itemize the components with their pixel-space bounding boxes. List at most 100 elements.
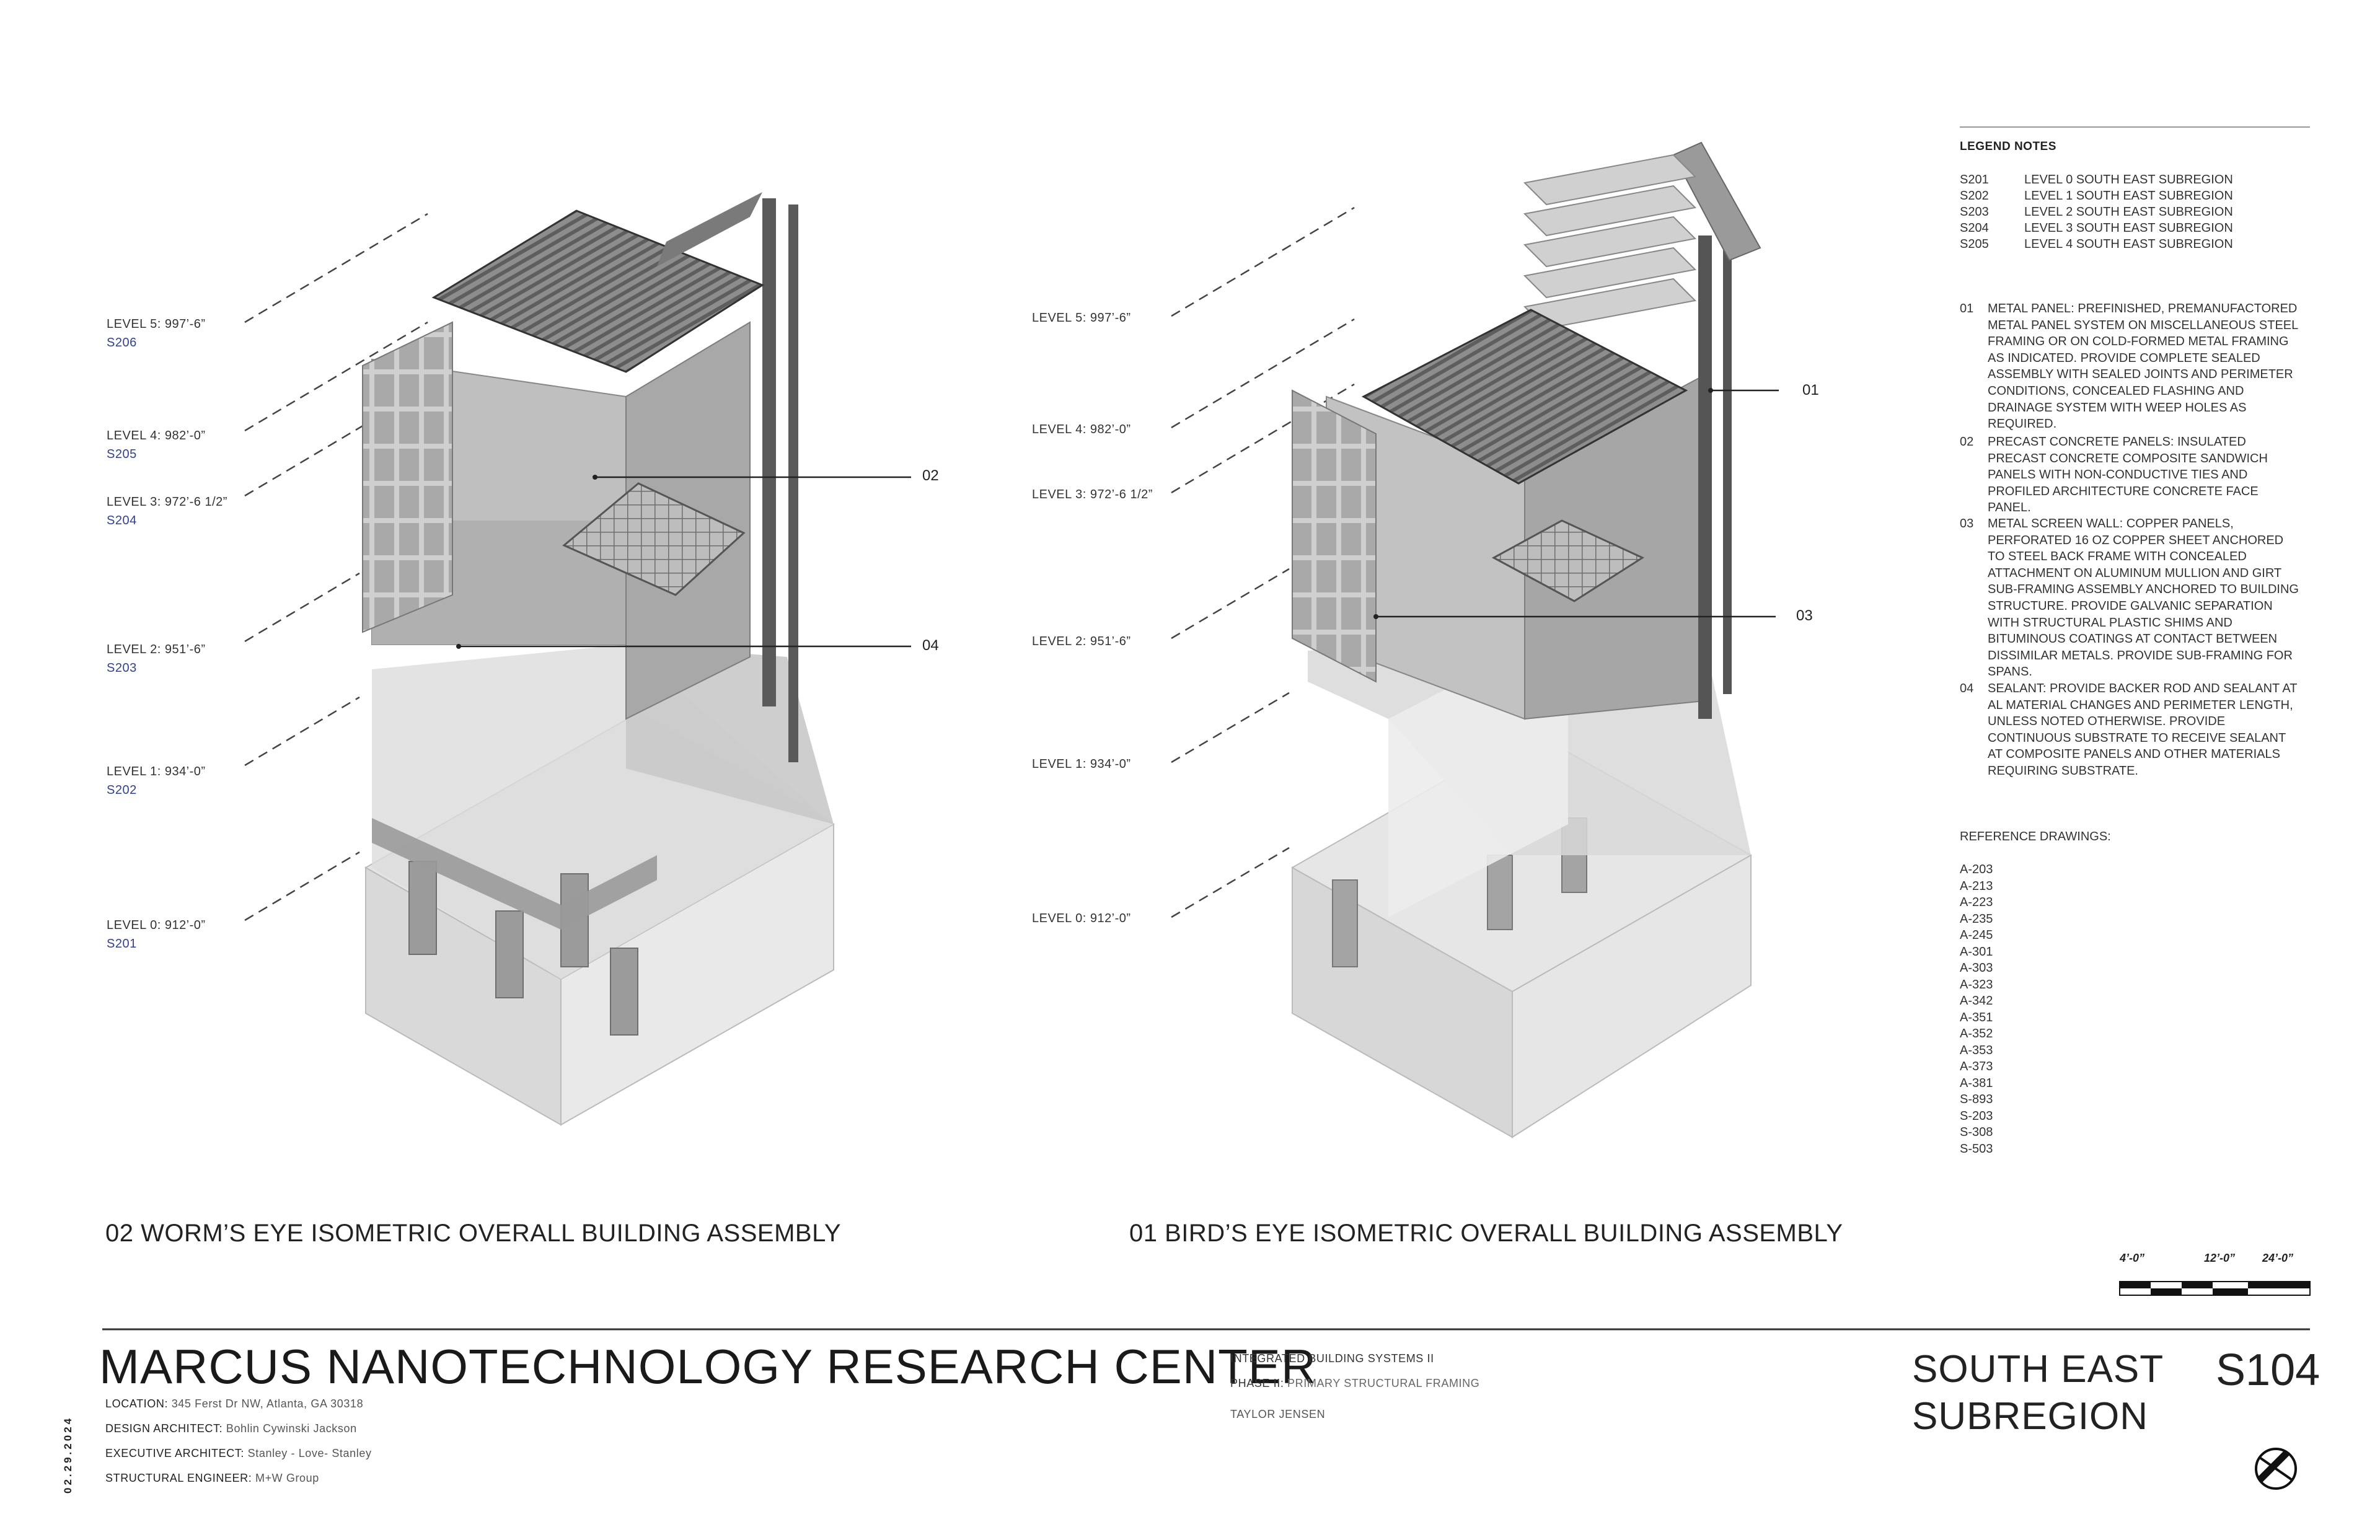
left-level-3: LEVEL 3: 972’-6 1/2” S204 — [107, 493, 227, 530]
reference-drawing-item[interactable]: A-373 — [1960, 1060, 1993, 1073]
meta-label: DESIGN ARCHITECT: — [105, 1422, 223, 1435]
legend-note-01: 01 METAL PANEL: PREFINISHED, PREMANUFACTO… — [1960, 301, 2301, 433]
level-label: LEVEL 0: 912’-0” — [107, 918, 206, 932]
meta-value: Bohlin Cywinski Jackson — [226, 1422, 357, 1435]
legend-row: S202 LEVEL 1 SOUTH EAST SUBREGION — [1960, 188, 2233, 204]
legend-title: LEGEND NOTES — [1960, 140, 2056, 153]
reference-drawing-item[interactable]: A-213 — [1960, 879, 1993, 893]
left-level-2: LEVEL 2: 951’-6” S203 — [107, 640, 206, 677]
phase-label: PHASE II: — [1230, 1377, 1284, 1389]
graphic-scale — [2119, 1281, 2311, 1296]
level-ref-link[interactable]: S203 — [107, 661, 137, 675]
note-number: 01 — [1960, 302, 1974, 315]
scale-label-4ft: 4’-0” — [2120, 1252, 2145, 1264]
right-level-4: LEVEL 4: 982’-0” — [1032, 423, 1131, 436]
caption-birds-eye: 01 BIRD’S EYE ISOMETRIC OVERALL BUILDING… — [1129, 1220, 1843, 1247]
level-label: LEVEL 5: 997’-6” — [107, 317, 206, 331]
sheet-number: S104 — [2216, 1345, 2320, 1395]
worms-eye-assembly — [244, 192, 911, 1126]
reference-drawing-item[interactable]: A-203 — [1960, 863, 1993, 876]
level-ref-link[interactable]: S201 — [107, 937, 137, 951]
reference-drawing-item[interactable]: A-342 — [1960, 994, 1993, 1008]
legend-code: S203 — [1960, 205, 1989, 219]
executive-architect-line: EXECUTIVE ARCHITECT: Stanley - Love- Sta… — [105, 1447, 372, 1460]
note-number: 04 — [1960, 682, 1974, 695]
note-text: PRECAST CONCRETE PANELS: INSULATED PRECA… — [1988, 435, 2268, 515]
left-level-1: LEVEL 1: 934’-0” S202 — [107, 762, 206, 799]
legend-desc: LEVEL 3 SOUTH EAST SUBREGION — [2024, 221, 2233, 235]
reference-drawing-item[interactable]: A-235 — [1960, 912, 1993, 926]
reference-drawing-item[interactable]: A-223 — [1960, 895, 1993, 909]
note-number: 03 — [1960, 517, 1974, 530]
region-line: SUBREGION — [1912, 1395, 2149, 1438]
level-ref-link[interactable]: S204 — [107, 514, 137, 527]
note-number: 02 — [1960, 435, 1974, 449]
legend-desc: LEVEL 0 SOUTH EAST SUBREGION — [2024, 173, 2233, 187]
level-ref-link[interactable]: S202 — [107, 783, 137, 797]
level-ref-link[interactable]: S205 — [107, 447, 137, 461]
reference-drawing-item[interactable]: S-893 — [1960, 1093, 1993, 1106]
callout-02: 02 — [922, 467, 939, 484]
reference-drawing-item[interactable]: A-323 — [1960, 977, 1993, 992]
level-ref-link[interactable]: S206 — [107, 336, 137, 350]
level-label: LEVEL 3: 972’-6 1/2” — [107, 495, 227, 509]
right-level-1: LEVEL 1: 934’-0” — [1032, 757, 1131, 771]
level-label: LEVEL 4: 982’-0” — [107, 429, 206, 442]
reference-drawing-item[interactable]: S-203 — [1960, 1109, 1993, 1123]
level-label: LEVEL 2: 951’-6” — [107, 643, 206, 656]
scale-label-12ft: 12’-0” — [2204, 1252, 2236, 1264]
reference-drawing-item[interactable]: A-353 — [1960, 1043, 1993, 1057]
location-line: LOCATION: 345 Ferst Dr NW, Atlanta, GA 3… — [105, 1397, 363, 1410]
level-label: LEVEL 1: 934’-0” — [107, 765, 206, 778]
legend-note-03: 03 METAL SCREEN WALL: COPPER PANELS, PERF… — [1960, 516, 2301, 680]
legend-code: S201 — [1960, 173, 1989, 187]
callout-03: 03 — [1796, 607, 1813, 624]
callout-04: 04 — [922, 637, 939, 654]
callout-01: 01 — [1802, 382, 1819, 398]
phase-line: PHASE II: PRIMARY STRUCTURAL FRAMING — [1230, 1377, 1479, 1390]
reference-drawing-item[interactable]: S-308 — [1960, 1125, 1993, 1139]
meta-label: STRUCTURAL ENGINEER: — [105, 1472, 252, 1484]
legend-code: S205 — [1960, 237, 1989, 251]
course-name: INTEGRATED BUILDING SYSTEMS II — [1230, 1352, 1434, 1365]
scale-label-24ft: 24’-0” — [2262, 1252, 2294, 1264]
legend-note-04: 04 SEALANT: PROVIDE BACKER ROD AND SEALAN… — [1960, 680, 2301, 780]
phase-value: PRIMARY STRUCTURAL FRAMING — [1287, 1377, 1480, 1389]
legend-code: S202 — [1960, 189, 1989, 203]
meta-value: 345 Ferst Dr NW, Atlanta, GA 30318 — [171, 1397, 364, 1410]
reference-drawings-title: REFERENCE DRAWINGS: — [1960, 830, 2111, 843]
left-level-0: LEVEL 0: 912’-0” S201 — [107, 916, 206, 953]
reference-drawing-item[interactable]: A-351 — [1960, 1010, 1993, 1024]
sheet-date: 02.29.2024 — [62, 1415, 74, 1494]
reference-drawing-item[interactable]: S-503 — [1960, 1142, 1993, 1156]
legend-desc: LEVEL 1 SOUTH EAST SUBREGION — [2024, 189, 2233, 203]
reference-drawing-item[interactable]: A-301 — [1960, 944, 1993, 959]
note-text: METAL PANEL: PREFINISHED, PREMANUFACTORE… — [1988, 302, 2298, 431]
right-level-2: LEVEL 2: 951’-6” — [1032, 635, 1131, 648]
birds-eye-assembly — [1171, 141, 1779, 1138]
project-title: MARCUS NANOTECHNOLOGY RESEARCH CENTER — [99, 1339, 1317, 1394]
reference-drawing-item[interactable]: A-245 — [1960, 928, 1993, 942]
right-level-3: LEVEL 3: 972’-6 1/2” — [1032, 488, 1153, 501]
meta-label: EXECUTIVE ARCHITECT: — [105, 1447, 245, 1459]
caption-worms-eye: 02 WORM’S EYE ISOMETRIC OVERALL BUILDING… — [105, 1220, 842, 1247]
note-text: SEALANT: PROVIDE BACKER ROD AND SEALANT … — [1988, 682, 2298, 778]
reference-drawing-item[interactable]: A-381 — [1960, 1076, 1993, 1090]
reference-drawing-item[interactable]: A-303 — [1960, 961, 1993, 975]
legend-code: S204 — [1960, 221, 1989, 235]
legend-note-02: 02 PRECAST CONCRETE PANELS: INSULATED PRE… — [1960, 434, 2301, 516]
legend-row: S201 LEVEL 0 SOUTH EAST SUBREGION — [1960, 172, 2233, 188]
structural-engineer-line: STRUCTURAL ENGINEER: M+W Group — [105, 1472, 319, 1485]
right-level-0: LEVEL 0: 912’-0” — [1032, 912, 1131, 925]
design-architect-line: DESIGN ARCHITECT: Bohlin Cywinski Jackso… — [105, 1422, 357, 1435]
meta-label: LOCATION: — [105, 1397, 169, 1410]
author-name: TAYLOR JENSEN — [1230, 1408, 1326, 1420]
note-text: METAL SCREEN WALL: COPPER PANELS, PERFOR… — [1988, 517, 2299, 679]
reference-drawing-item[interactable]: A-352 — [1960, 1027, 1993, 1041]
meta-value: Stanley - Love- Stanley — [247, 1447, 372, 1459]
